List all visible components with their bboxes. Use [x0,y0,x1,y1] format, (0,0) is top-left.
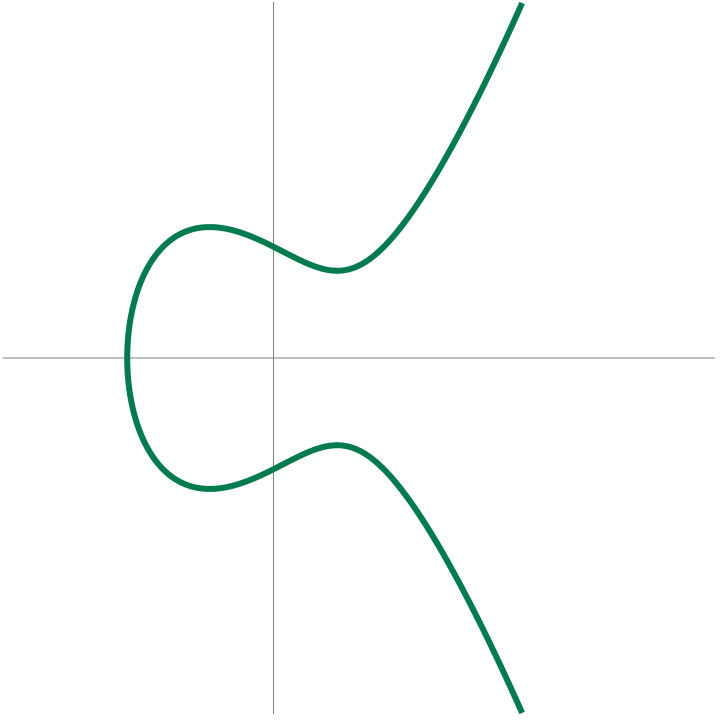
curve-lower-branch [124,355,525,715]
curve-upper-branch [124,1,525,361]
